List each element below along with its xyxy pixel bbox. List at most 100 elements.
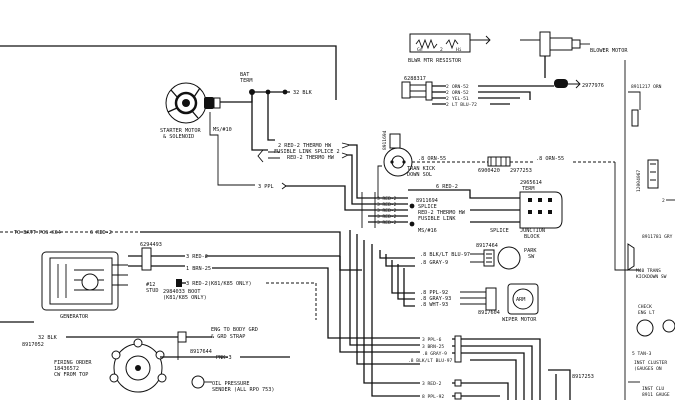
blower-motor-label: BLOWER MOTOR [590, 48, 628, 54]
lower-list-3: .8 GRAY-9 [422, 351, 447, 357]
solenoid-label: & SOLENOID [163, 134, 194, 140]
red-k81-label: 3 RED-2(K81/K85 ONLY) [186, 281, 252, 287]
lower-list-2: 3 BRN-25 [422, 344, 444, 350]
pn-6294493-label: 6294493 [140, 242, 162, 248]
firing-order-label-1: FIRING ORDER [54, 360, 92, 366]
distributor-ground: 32 BLK ENG TO BODY GRD & GRD STRAP 89170… [0, 321, 290, 393]
blk-32-label: 32 BLK [293, 90, 313, 96]
inst-cluster-label-2: (GAUGES ON [634, 366, 662, 372]
red-2-1: 3 RED-2 [377, 196, 397, 202]
tran-kickdown-solenoid: TRAN KICK DOWN SOL 8911694 [377, 130, 436, 198]
red-2-3: 3 RED-2 [377, 208, 397, 214]
pn-12004067-label: 12004067 [636, 170, 642, 192]
lower-list-4: .8 BLK/LT BLU-97 [408, 358, 452, 364]
junction-block-label-2: BLOCK [524, 234, 540, 240]
m40-label-1: M40 TRANS [636, 268, 661, 274]
splice-a-label: SPLICE [418, 204, 437, 210]
ppl-92-label: .8 PPL-92 [420, 290, 448, 296]
red-6-mid-label: 6 RED-2 [436, 184, 458, 190]
wiper-motor: .8 PPL-92 .8 GRAY-93 .8 WHT-93 8917604 A… [420, 283, 539, 323]
pn-2977253-label: 2977253 [510, 168, 532, 174]
splice-b-label: SPLICE [490, 228, 509, 234]
bat-term-label-2: TERM [240, 78, 253, 84]
pn-2965614-label: 2965614 [520, 180, 542, 186]
top-wire-list: 6288317 2 2 2 2 ORN-52 ORN-52 YEL-51 LT … [401, 76, 554, 108]
m40-label-2: KICKDOWN SW [636, 274, 667, 280]
wiper-motor-label: WIPER MOTOR [502, 317, 537, 323]
inst-bottom-label-2: 8911 GAUGE [642, 392, 670, 398]
red-6-left-label: 6 RED-2 [90, 230, 112, 236]
wire-2-label: 2 [662, 198, 665, 204]
lower-list-1: 3 PPL-6 [422, 337, 442, 343]
red-thermo-hw-label: RED-2 THERMO HW [418, 210, 466, 216]
top-gauge-1: 2 [446, 84, 449, 90]
red-wire-bundle: 3 RED-2 3 RED-2 3 RED-2 3 RED-2 3 RED-2 … [361, 184, 520, 234]
red-3-a-label: 3 RED-2 [186, 254, 208, 260]
orn-55-left-label: .8 ORN-55 [418, 156, 446, 162]
pn-8911694-label: 8911694 [416, 198, 438, 204]
generator-wires: 6294493 3 RED-2 1 BRN-25 3 RED-2(K81/K85… [128, 242, 420, 339]
fusible-link-splice-label: FUSIBLE LINK SPLICE 2 [274, 149, 340, 155]
stud-label-2: STUD [146, 288, 159, 294]
gray-9-label: .8 GRAY-9 [420, 260, 448, 266]
term-label: TERM [522, 186, 535, 192]
junction-block: 2965614 TERM JUNCTION BLOCK [519, 180, 563, 240]
right-edge: 8911217 ORN 12004067 2 8911781 GRY M40 T… [624, 60, 675, 400]
trunk-wires [339, 230, 420, 397]
resistor-tap-1: Gn [417, 47, 423, 53]
blwr-mtr-resistor-label: BLWR MTR RESISTOR [408, 58, 462, 64]
pn-6900420-label: 6900420 [478, 168, 500, 174]
ms-16-label: MS/#16 [418, 228, 437, 234]
arm-label: ARM [516, 297, 525, 303]
blower-resistor: Gn 2 Hi BLWR MTR RESISTOR [408, 33, 491, 64]
ms-910-label: MS/#10 [213, 127, 232, 133]
tran-kick-label-2: DOWN SOL [407, 172, 432, 178]
park-sw-label-1: PARK [524, 248, 537, 254]
check-eng-label-2: ENG LT [638, 310, 655, 316]
resistor-tap-3: Hi [456, 47, 462, 53]
red-thermo-upper-label: 2 RED-2 THERMO HW [278, 143, 332, 149]
brn-25-label: 1 BRN-25 [186, 266, 211, 272]
red-thermo-lower-label: RED-2 THERMO HW [287, 155, 335, 161]
top-list-2: ORN-52 [452, 90, 469, 96]
gray-93-label: .8 GRAY-93 [420, 296, 451, 302]
red-2-2: 3 RED-2 [377, 202, 397, 208]
tran-kick-label-1: TRAN KICK [407, 166, 436, 172]
bat-term-wiring: BAT TERM 32 BLK MS/#10 2 RED-2 THERMO HW… [209, 72, 368, 211]
top-gauge-4: 2 [446, 102, 449, 108]
pn-8911694-rot: 8911694 [382, 130, 388, 150]
lower-wire-list: 3 PPL-6 3 BRN-25 .8 GRAY-9 .8 BLK/LT BLU… [408, 335, 594, 400]
top-gauge-2: 2 [446, 90, 449, 96]
lower-list-6: 8 PPL-92 [422, 394, 444, 400]
firing-order-label-3: CW FROM TOP [54, 372, 88, 378]
red-2-4: 3 RED-2 [377, 214, 397, 220]
boot-label-1: 2984033 BOOT [163, 289, 200, 295]
wht-93-label: .8 WHT-93 [420, 302, 448, 308]
starter-motor: STARTER MOTOR & SOLENOID [160, 82, 221, 140]
park-sw-label-2: SW [528, 254, 535, 260]
generator-label: GENERATOR [60, 314, 89, 320]
pn-6288317-label: 6288317 [404, 76, 426, 82]
inst-cluster-label-1: INST CLUSTER [634, 360, 667, 366]
fusible-link-label: FUSIBLE LINK [418, 216, 456, 222]
junction-block-label-1: JUNCTION [520, 228, 545, 234]
pn-8917464-label: 8917464 [476, 243, 498, 249]
pn-8917644-label: 8917644 [190, 349, 212, 355]
inst-bottom-label-1: INST CLU [642, 386, 664, 392]
bat-term-label-1: BAT [240, 72, 249, 78]
tan-3-label: 5 TAN-3 [632, 351, 652, 357]
check-eng-label-1: CHECK [638, 304, 652, 310]
pn-8917052-label: 8917052 [22, 342, 44, 348]
pn-8917604-label: 8917604 [478, 310, 500, 316]
firing-order-label-2: 18436572 [54, 366, 79, 372]
blk-32-lower-label: 32 BLK [38, 335, 58, 341]
blk-lt-blu-97-label: .8 BLK/LT BLU-97 [420, 252, 470, 258]
to-batt-pos-label: TO BATT POS-K64 [14, 230, 61, 236]
top-gauge-3: 2 [446, 96, 449, 102]
pn-2977976-label: 2977976 [582, 83, 604, 89]
top-list-4: LT BLU-72 [452, 102, 477, 108]
park-switch: 8917464 .8 BLK/LT BLU-97 .8 GRAY-9 PARK … [420, 243, 537, 270]
blower-motor: BLOWER MOTOR BLOWER MOTOR 2977976 [520, 31, 628, 89]
